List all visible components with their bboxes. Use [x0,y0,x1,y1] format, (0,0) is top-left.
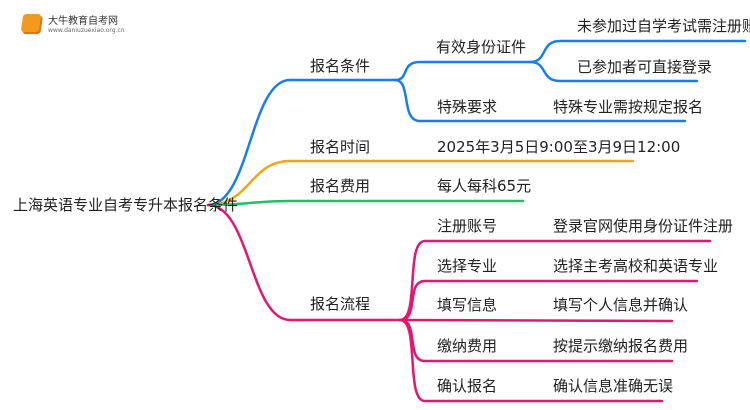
line-process [206,203,402,322]
step-value: 选择主考高校和英语专业 [553,257,719,275]
root-topic: 上海英语专业自考专升本报名条件 [13,196,239,214]
line-step-1 [398,239,712,322]
step-label: 注册账号 [437,217,498,235]
branch-fee: 报名费用 [310,177,371,195]
line-special [393,78,687,123]
line-conditions [206,78,397,207]
logo-name: 大牛教育自考网 [48,16,118,27]
step-value: 填写个人信息并确认 [553,296,689,314]
step-label: 填写信息 [437,296,498,314]
branch-conditions: 报名条件 [310,57,371,75]
logo: 大牛教育自考网 www.daniuzuexiao.org.cn [20,12,125,34]
logo-url: www.daniuzuexiao.org.cn [48,27,125,34]
step-label: 选择专业 [437,257,498,275]
branch-time: 报名时间 [310,138,371,156]
step-value: 确认信息准确无误 [553,377,674,395]
line-id-doc [393,60,532,82]
node-id-doc: 有效身份证件 [436,38,527,56]
branch-process: 报名流程 [310,295,371,313]
node-id-child-1: 未参加过自学考试需注册账号 [577,17,750,35]
node-special-value: 特殊专业需按规定报名 [553,98,704,116]
line-step-3 [398,318,674,323]
step-label: 缴纳费用 [437,337,498,355]
line-id-child-1 [528,39,747,64]
line-time [206,159,635,207]
step-value: 按提示缴纳报名费用 [553,337,689,355]
node-id-child-2: 已参加者可直接登录 [577,58,713,76]
step-label: 确认报名 [437,377,498,395]
node-fee-value: 每人每科65元 [437,177,532,195]
line-id-child-2 [528,60,699,83]
step-value: 登录官网使用身份证件注册 [553,217,734,235]
line-step-5 [398,318,664,403]
node-time-value: 2025年3月5日9:00至3月9日12:00 [437,138,681,156]
line-fee [206,199,525,207]
node-special: 特殊要求 [437,98,498,116]
line-step-2 [398,279,699,322]
